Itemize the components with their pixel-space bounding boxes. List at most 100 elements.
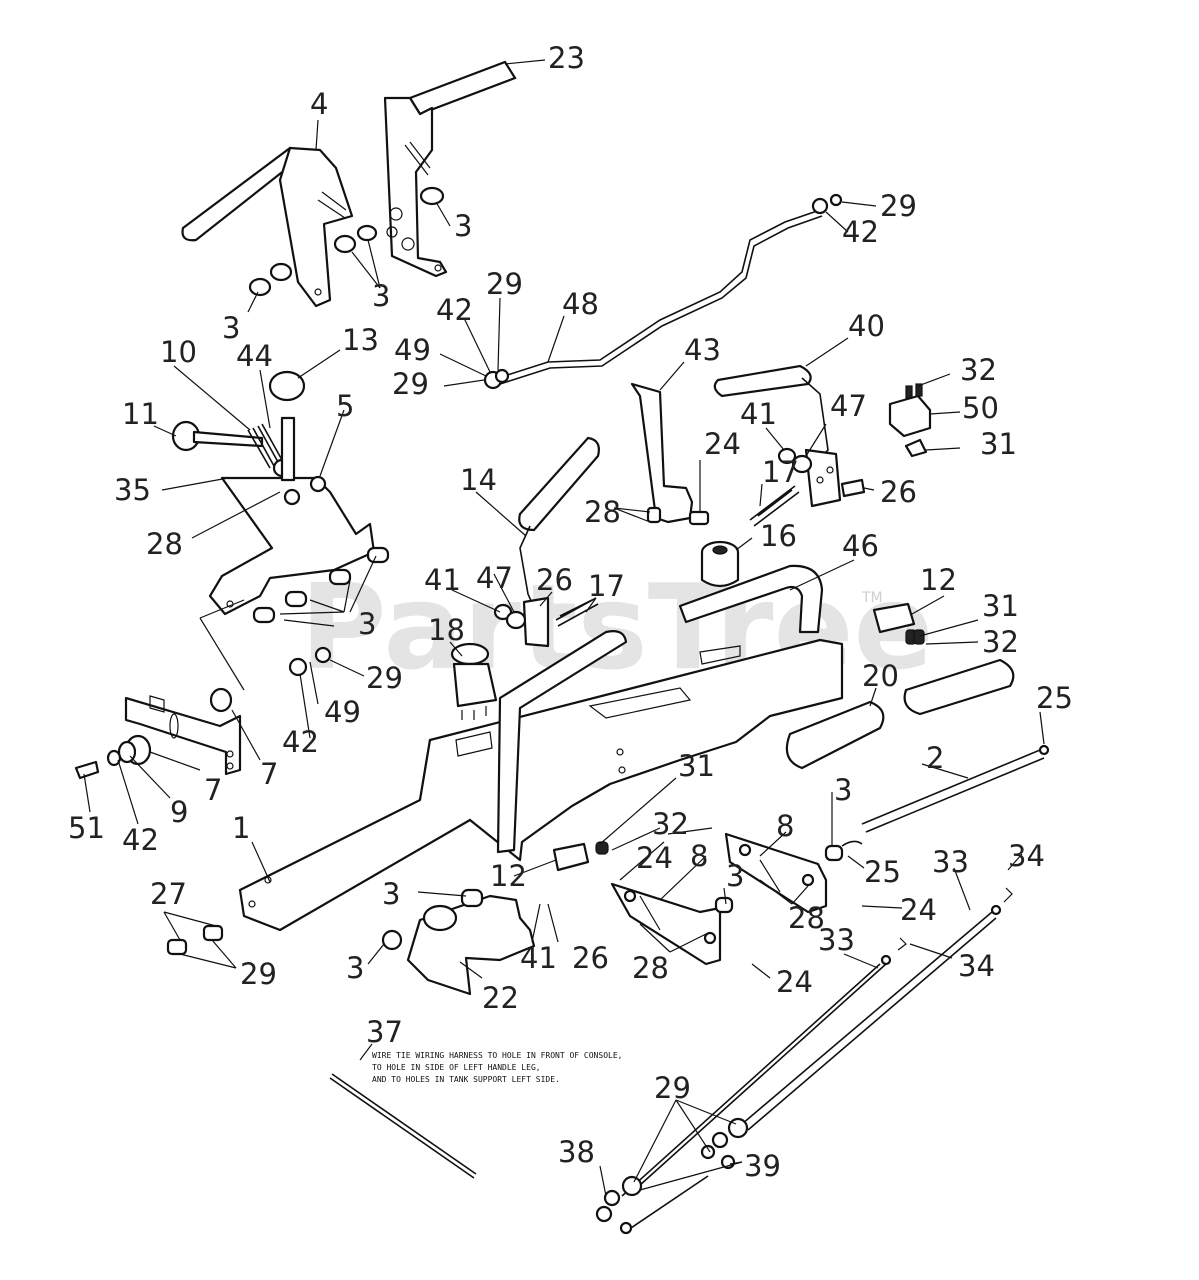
- callout-12: 12: [490, 859, 527, 893]
- callout-48: 48: [562, 287, 599, 321]
- callout-28: 28: [788, 901, 825, 935]
- callout-7: 7: [260, 757, 278, 791]
- part-16-ignition-switch: [700, 540, 740, 588]
- part-23-handle-bracket-right: [383, 60, 517, 278]
- callout-34: 34: [1008, 839, 1045, 873]
- callout-2: 2: [926, 741, 944, 775]
- callout-33: 33: [818, 923, 855, 957]
- callout-labels: 23 4 3 3 3 29 42 29 48 42 49 29 10 44 13…: [68, 41, 1073, 1183]
- callout-5: 5: [336, 389, 354, 423]
- note-line-3: AND TO HOLES IN TANK SUPPORT LEFT SIDE.: [372, 1075, 560, 1084]
- part-11-knob-and-spring: [171, 420, 292, 478]
- callout-31: 31: [982, 589, 1019, 623]
- callout-26: 26: [536, 563, 573, 597]
- part-8-bracket-right: [724, 832, 844, 914]
- callout-3: 3: [382, 877, 400, 911]
- callout-34: 34: [958, 949, 995, 983]
- callout-29: 29: [486, 267, 523, 301]
- callout-27: 27: [150, 877, 187, 911]
- callout-50: 50: [962, 391, 999, 425]
- part-3-bushings-mid: [252, 546, 390, 677]
- callout-51: 51: [68, 811, 105, 845]
- callout-28: 28: [584, 495, 621, 529]
- callout-26: 26: [572, 941, 609, 975]
- callout-23: 23: [548, 41, 585, 75]
- callout-29: 29: [880, 189, 917, 223]
- callout-32: 32: [960, 353, 997, 387]
- callout-29: 29: [392, 367, 429, 401]
- callout-31: 31: [678, 749, 715, 783]
- callout-8: 8: [690, 839, 708, 873]
- part-13-cap: [268, 370, 306, 402]
- callout-24: 24: [704, 427, 741, 461]
- callout-42: 42: [122, 823, 159, 857]
- callout-3: 3: [726, 859, 744, 893]
- part-14-lever-handle: [493, 436, 600, 648]
- leader-lines: [83, 59, 1045, 1197]
- callout-46: 46: [842, 529, 879, 563]
- callout-43: 43: [684, 333, 721, 367]
- callout-3: 3: [346, 951, 364, 985]
- callout-29: 29: [240, 957, 277, 991]
- callout-3: 3: [358, 607, 376, 641]
- part-12-switch-lower: [552, 841, 609, 872]
- callout-32: 32: [652, 807, 689, 841]
- callout-20: 20: [862, 659, 899, 693]
- callout-44: 44: [236, 339, 273, 373]
- part-18-pto-switch: [450, 642, 498, 720]
- part-3-bushings-top: [248, 186, 445, 297]
- callout-3: 3: [222, 311, 240, 345]
- callout-12: 12: [920, 563, 957, 597]
- callout-24: 24: [900, 893, 937, 927]
- callout-29: 29: [366, 661, 403, 695]
- part-48-control-rod: [483, 193, 843, 390]
- part-2-rod: [841, 744, 1050, 847]
- part-1-console-base: [238, 638, 844, 932]
- callout-22: 22: [482, 981, 519, 1015]
- callout-11: 11: [122, 397, 159, 431]
- callout-38: 38: [558, 1135, 595, 1169]
- callout-3: 3: [372, 279, 390, 313]
- callout-49: 49: [324, 695, 361, 729]
- callout-9: 9: [170, 795, 188, 829]
- callout-41: 41: [740, 397, 777, 431]
- callout-41: 41: [424, 563, 461, 597]
- callout-42: 42: [436, 293, 473, 327]
- callout-24: 24: [636, 841, 673, 875]
- callout-8: 8: [776, 809, 794, 843]
- callout-10: 10: [160, 335, 197, 369]
- part-8-bracket-left: [610, 882, 734, 966]
- callout-37: 37: [366, 1015, 403, 1049]
- callout-49: 49: [394, 333, 431, 367]
- note-line-1: WIRE TIE WIRING HARNESS TO HOLE IN FRONT…: [372, 1051, 622, 1060]
- callout-17: 17: [588, 569, 625, 603]
- callout-16: 16: [760, 519, 797, 553]
- part-50-switch: [888, 383, 932, 458]
- part-20-grip-set: [785, 658, 1015, 770]
- callout-28: 28: [632, 951, 669, 985]
- callout-39: 39: [744, 1149, 781, 1183]
- callout-13: 13: [342, 323, 379, 357]
- callout-33: 33: [932, 845, 969, 879]
- note-line-2: TO HOLE IN SIDE OF LEFT HANDLE LEG,: [372, 1063, 541, 1072]
- callout-42: 42: [842, 215, 879, 249]
- part-5-bracket-plate: [208, 416, 376, 616]
- callout-41: 41: [520, 941, 557, 975]
- callout-42: 42: [282, 725, 319, 759]
- part-27-fittings: [166, 924, 224, 956]
- callout-1: 1: [232, 811, 250, 845]
- watermark-trademark: TM: [861, 590, 883, 606]
- part-7-pivot-bracket: [74, 687, 242, 780]
- callout-25: 25: [1036, 681, 1073, 715]
- callout-3: 3: [454, 209, 472, 243]
- callout-47: 47: [476, 561, 513, 595]
- callout-29: 29: [654, 1071, 691, 1105]
- part-33-rods-lower: [595, 887, 1013, 1235]
- callout-18: 18: [428, 613, 465, 647]
- callout-47: 47: [830, 389, 867, 423]
- callout-24: 24: [776, 965, 813, 999]
- callout-7: 7: [204, 773, 222, 807]
- callout-4: 4: [310, 87, 328, 121]
- callout-35: 35: [114, 473, 151, 507]
